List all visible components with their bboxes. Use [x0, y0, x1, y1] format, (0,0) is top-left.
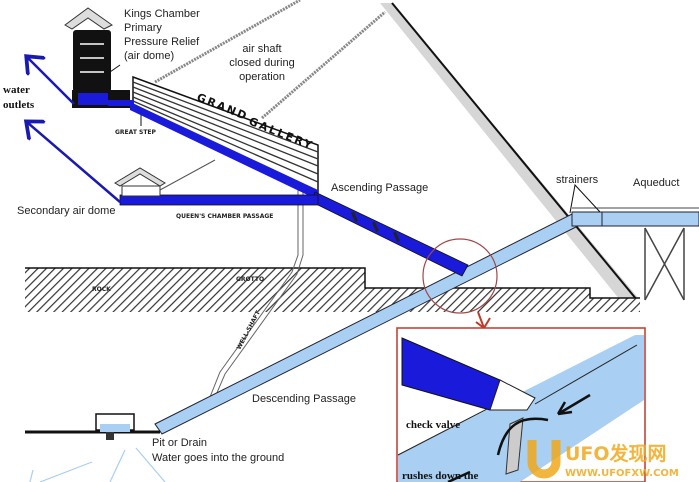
queens-chamber-passage-label: QUEEN'S CHAMBER PASSAGE	[176, 213, 273, 220]
air-shaft-label: air shaft	[242, 43, 281, 55]
water-outlets-label: water	[3, 84, 30, 96]
strainers-label: strainers	[556, 174, 599, 186]
well-shaft-label: WELL-SHAFT	[236, 309, 263, 351]
inset-rushes-label: rushes down the	[402, 470, 479, 482]
inset-check-valve-label: check valve	[406, 419, 460, 431]
air-shaft-line2: closed during	[229, 57, 294, 69]
aqueduct-label: Aqueduct	[633, 177, 679, 189]
kings-chamber-line2: Primary	[124, 22, 162, 34]
descending-passage-label: Descending Passage	[252, 393, 356, 405]
grotto-label: GROTTO	[236, 276, 264, 283]
descending-passage	[154, 207, 699, 435]
rock-label: ROCK	[92, 286, 111, 293]
watermark-brand: UFO发现网	[565, 442, 667, 465]
secondary-air-dome-label: Secondary air dome	[17, 205, 115, 217]
ascending-passage-label: Ascending Passage	[331, 182, 428, 194]
kings-chamber	[64, 7, 134, 108]
water-outlet-arrows	[28, 58, 121, 203]
kings-chamber-line3: Pressure Relief	[124, 36, 200, 48]
great-step-label: GREAT STEP	[115, 129, 157, 136]
well-shaft	[207, 190, 304, 403]
check-valve-inset	[396, 327, 646, 482]
kings-chamber-label: Kings Chamber	[124, 8, 200, 20]
strainers-pointer	[569, 183, 601, 214]
rock-layer	[25, 267, 640, 312]
watermark-url: WWW.UFOFXW.COM	[565, 468, 679, 479]
air-shafts	[154, 0, 386, 120]
pit-sublabel: Water goes into the ground	[152, 452, 284, 464]
pit-label: Pit or Drain	[152, 437, 207, 449]
check-valve-highlight	[422, 238, 498, 314]
pit-drain	[25, 413, 166, 482]
water-outlets-line2: outlets	[3, 99, 35, 111]
queens-chamber	[114, 159, 319, 206]
red-arrow-icon	[475, 311, 491, 330]
kings-chamber-line4: (air dome)	[124, 50, 174, 62]
watermark-logo: UFO发现网 WWW.UFOFXW.COM	[527, 440, 679, 479]
air-shaft-line3: operation	[239, 71, 285, 83]
aqueduct-support	[644, 227, 685, 301]
ascending-passage	[311, 191, 469, 277]
